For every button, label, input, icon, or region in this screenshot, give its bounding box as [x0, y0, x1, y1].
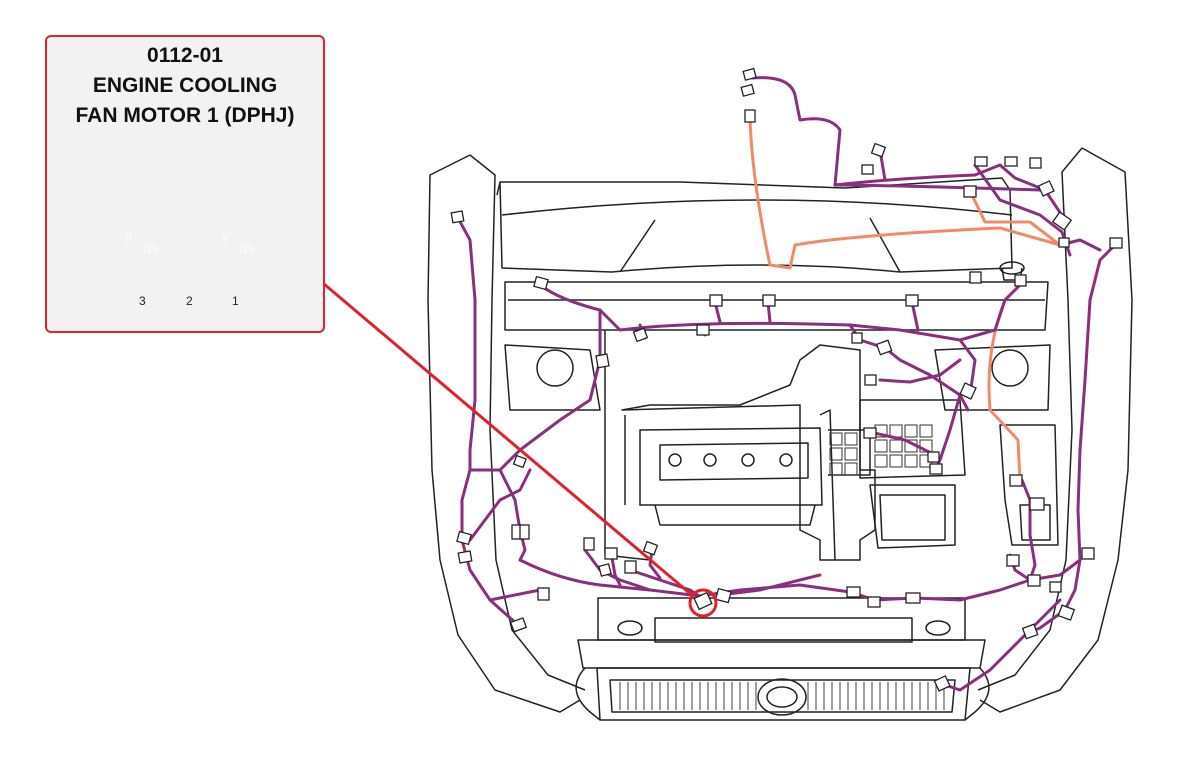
pin-number-3: 3: [139, 294, 146, 308]
pin-number-1: 1: [232, 294, 239, 308]
connector-name-line-1: ENGINE COOLING: [92, 74, 278, 97]
connector-code: 0112-01: [147, 44, 223, 67]
pin-number-2: 2: [186, 294, 193, 308]
harness-connectors: [450, 67, 1123, 692]
target-connector-highlight: [688, 588, 718, 618]
pin-1-wire-primary: V: [222, 233, 228, 243]
vehicle-front-outline: [427, 147, 1133, 721]
grille-slats: [619, 682, 945, 710]
pin-1-wire-secondary: GY: [240, 245, 255, 256]
connector-callout-box: 0112-01 ENGINE COOLING FAN MOTOR 1 (DPHJ…: [45, 35, 325, 333]
pin-3-wire-secondary: GY: [144, 245, 159, 256]
connector-name-line-2: FAN MOTOR 1 (DPHJ): [75, 104, 295, 127]
callout-leader-line: [323, 282, 694, 598]
pin-3-wire-primary: B: [126, 233, 132, 243]
